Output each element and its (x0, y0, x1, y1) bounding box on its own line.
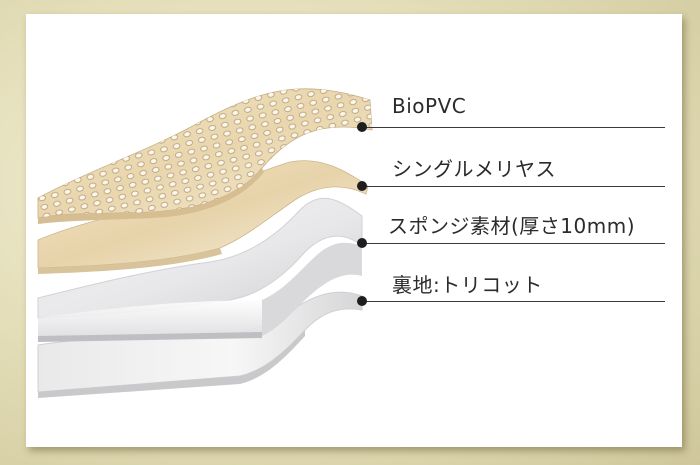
marker-dot-sponge (357, 238, 367, 248)
label-single-knit: シングルメリヤス (392, 157, 556, 181)
leader-line-knit (362, 186, 665, 187)
marker-dot-tricot (357, 296, 367, 306)
leader-line-tricot (362, 301, 665, 302)
leader-line-biopvc (362, 127, 665, 128)
marker-dot-biopvc (357, 122, 367, 132)
label-tricot: 裏地:トリコット (392, 273, 543, 297)
leader-line-sponge (362, 243, 665, 244)
marker-dot-knit (357, 181, 367, 191)
label-sponge: スポンジ素材(厚さ10mm) (388, 214, 636, 238)
layer-sponge-sheet (37, 197, 363, 342)
label-biopvc: BioPVC (392, 94, 467, 118)
